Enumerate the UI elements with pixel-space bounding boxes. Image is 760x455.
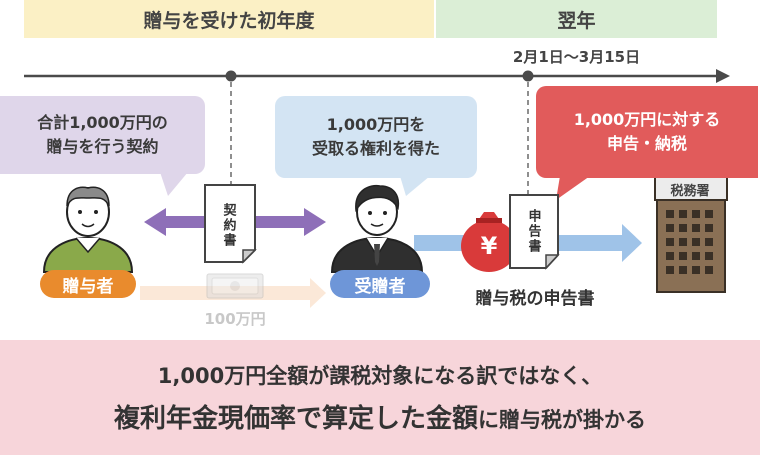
diagram-graphics: ¥ — [24, 69, 730, 308]
summary-line-2: 複利年金現価率で算定した金額に贈与税が掛かる — [0, 398, 760, 435]
first-year-label: 贈与を受けた初年度 — [143, 9, 315, 32]
summary-rest: に贈与税が掛かる — [478, 408, 646, 432]
rights-bubble-text: 1,000万円を 受取る権利を得た — [311, 115, 440, 158]
receiver-label: 受贈者 — [330, 270, 430, 298]
banknote-icon — [206, 273, 264, 299]
tax-bubble: 1,000万円に対する 申告・納税 — [536, 86, 758, 178]
giver-person-icon — [42, 186, 134, 273]
money-amount-label: 100万円 — [204, 310, 266, 328]
tax-bubble-text: 1,000万円に対する 申告・納税 — [573, 110, 721, 153]
first-year-header: 贈与を受けた初年度 — [24, 0, 434, 38]
contract-bubble-text: 合計1,000万円の 贈与を行う契約 — [37, 113, 168, 156]
receiver-person-icon — [330, 184, 424, 273]
rights-bubble: 1,000万円を 受取る権利を得た — [275, 96, 477, 178]
yen-symbol: ¥ — [481, 232, 498, 260]
tax-office-label: 税務署 — [670, 183, 710, 199]
timeline-arrowhead — [716, 69, 730, 83]
declaration-doc-label: 申告書 — [525, 208, 541, 254]
next-year-label: 翌年 — [557, 9, 596, 32]
giver-label: 贈与者 — [40, 270, 136, 298]
rights-bubble-tail — [400, 176, 430, 196]
summary-emphasis: 複利年金現価率で算定した金額 — [113, 404, 478, 434]
contract-document-icon — [204, 184, 257, 264]
summary-line-1: 1,000万円全額が課税対象になる訳ではなく、 — [157, 364, 603, 388]
contract-bubble: 合計1,000万円の 贈与を行う契約 — [0, 96, 205, 174]
money-bag-icon — [461, 212, 517, 272]
tax-office-building-icon — [654, 175, 728, 293]
contract-doc-label: 契約書 — [220, 202, 236, 248]
filing-date-marker — [522, 70, 534, 82]
declaration-label: 贈与税の申告書 — [475, 289, 595, 309]
contract-date-marker — [225, 70, 237, 82]
next-year-header: 翌年 — [436, 0, 717, 38]
contract-bubble-tail — [160, 172, 188, 196]
declaration-document-icon — [509, 194, 560, 270]
filing-period: 2月1日～3月15日 — [512, 48, 641, 66]
summary-panel — [0, 340, 760, 455]
tax-bubble-tail — [556, 176, 590, 200]
